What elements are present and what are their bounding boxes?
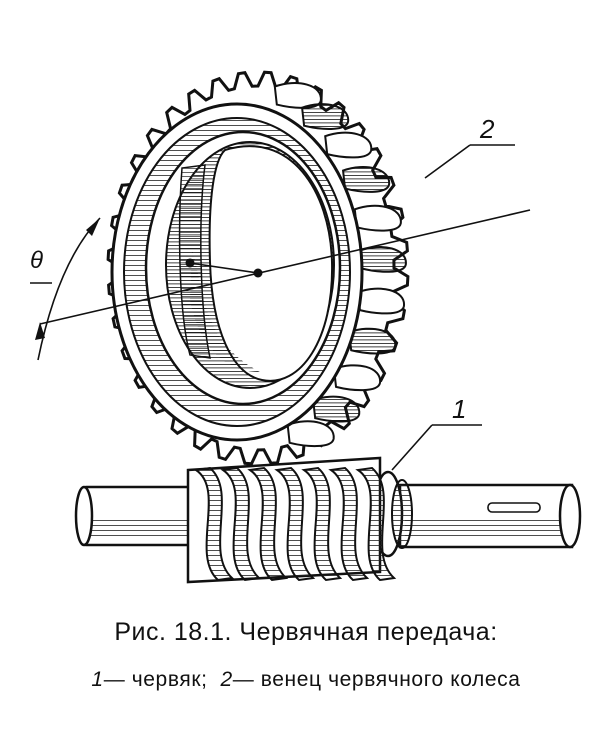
worm-thread-turn [355,466,397,582]
legend-number-2: 2 [220,668,233,691]
legend-text-2: — венец червячного колеса [232,668,521,691]
helical-teeth [273,82,407,448]
angle-arrow-bottom [35,322,45,340]
helical-tooth [353,204,402,232]
shaft-right-shade [405,520,565,540]
legend-number-1: 1 [91,668,104,691]
worm-thread-turn [274,466,316,582]
worm-wheel [106,70,410,466]
keyway-slot [487,502,541,513]
worm-threads [193,466,397,582]
shaft-left-face [74,485,94,547]
shaft-left-shade [90,520,190,538]
helical-tooth [301,103,350,130]
helical-tooth [286,420,335,448]
theta-label: θ [30,247,43,274]
angle-arrow-top [86,218,100,236]
center-point-front [253,268,263,278]
callouts: 2 1 [391,114,515,471]
angle-arc [37,217,101,361]
helical-tooth [348,327,397,355]
worm-thread-turn [220,466,262,582]
worm-thread-turn [301,466,343,582]
worm-thread-turn [247,466,289,582]
label-1: 1 [452,394,466,424]
helical-tooth [332,364,382,392]
worm-thread-turn [193,466,235,582]
axis-construction: θ [30,209,531,361]
worm-shaft [74,456,582,584]
helical-tooth [312,395,361,423]
helical-tooth [356,287,405,315]
helical-tooth [358,246,407,273]
bore-floor-shade [190,250,260,372]
center-link-line [189,262,259,274]
worm-gear-illustration: θ 2 1 [30,70,582,584]
worm-thread-turn [328,466,370,582]
center-point-back [185,258,195,268]
label-2: 2 [479,114,495,144]
bore-interior [208,145,334,382]
helical-tooth [324,131,373,159]
collar-ring-2 [391,479,413,549]
wheel-axis-line [39,209,531,325]
helical-tooth [273,82,322,109]
leader-1 [391,424,433,471]
figure-caption-title: Рис. 18.1. Червячная передача: [114,618,498,646]
figure-caption-legend: 1— червяк; 2— венец червячного колеса [0,668,612,692]
leader-2 [424,144,471,179]
shaft-right-face [558,483,582,549]
legend-text-1: — червяк; [103,668,208,691]
helical-tooth [341,166,391,193]
